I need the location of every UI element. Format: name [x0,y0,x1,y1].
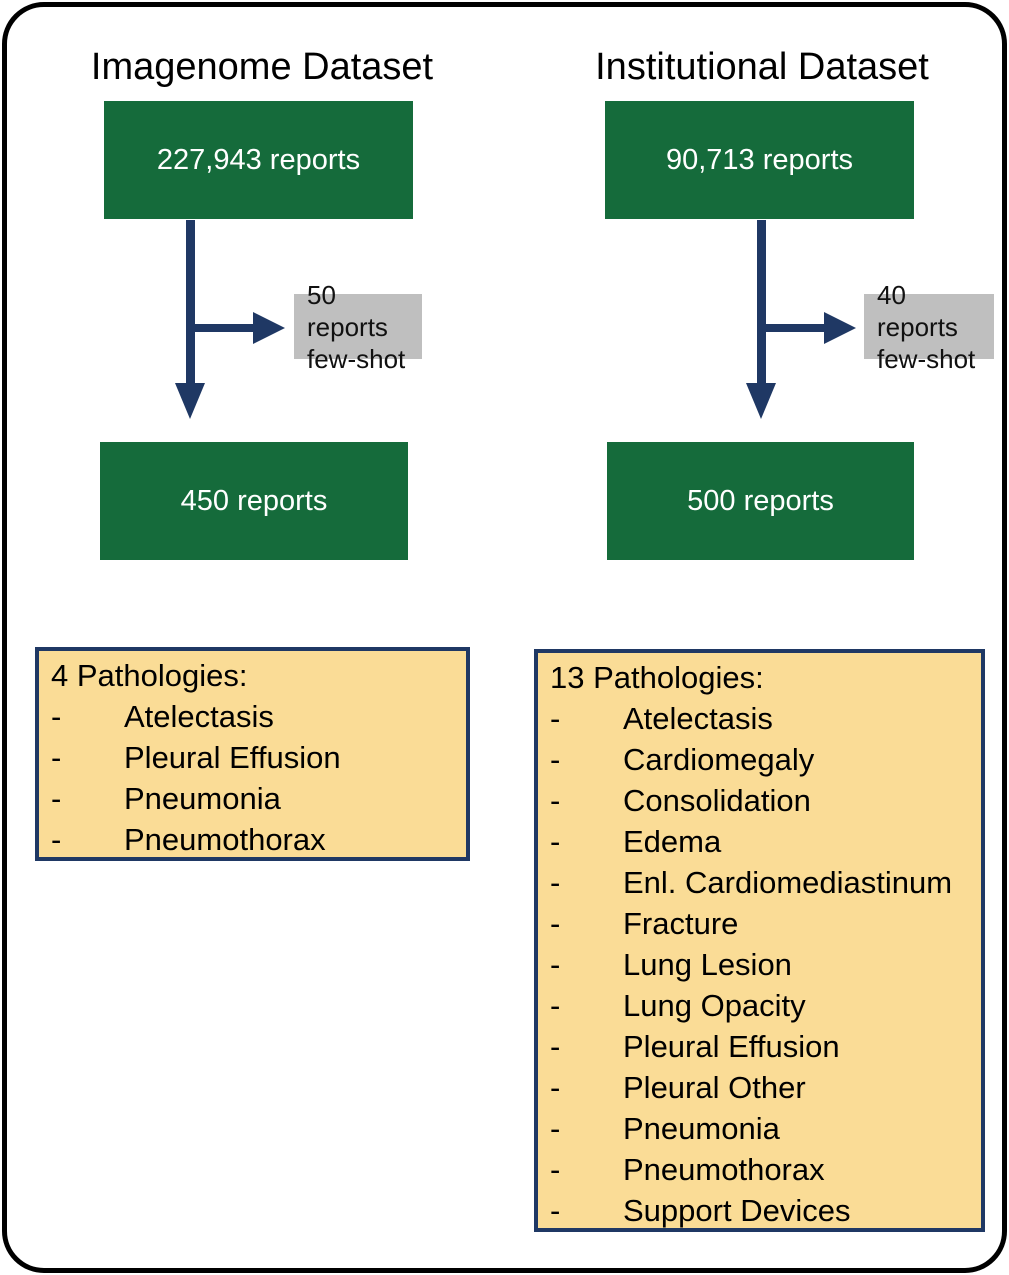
list-item: -Fracture [550,906,739,941]
institutional-sampled-reports-box: 500 reports [607,442,914,560]
imagenome-flow-line [186,220,195,383]
institutional-pathologies-header: 13 Pathologies: [550,660,764,695]
list-item: -Pneumonia [550,1111,780,1146]
institutional-fewshot-line2: few-shot [877,343,976,374]
list-item: -Pneumonia [51,781,281,816]
imagenome-dataset-title: Imagenome Dataset [90,46,434,88]
list-item: -Support Devices [550,1193,851,1228]
institutional-source-reports-box: 90,713 reports [605,101,914,219]
imagenome-pathologies-header: 4 Pathologies: [51,658,248,693]
imagenome-pathologies-list: -Atelectasis -Pleural Effusion -Pneumoni… [51,696,458,857]
imagenome-branch-line [190,324,253,332]
imagenome-fewshot-box: 50 reports few-shot [294,280,422,374]
institutional-dataset-title: Institutional Dataset [595,46,929,88]
imagenome-branch-arrowhead-icon [253,312,285,344]
list-item: -Lung Opacity [550,988,806,1023]
imagenome-fewshot-line1: 50 reports [307,279,388,342]
institutional-branch-line [761,324,824,332]
institutional-pathologies-box: 13 Pathologies: -Atelectasis -Cardiomega… [534,649,985,1232]
institutional-sampled-reports-label: 500 reports [687,484,834,517]
institutional-fewshot-box: 40 reports few-shot [864,280,994,374]
list-item: -Enl. Cardiomediastinum [550,865,953,900]
list-item: -Pneumothorax [550,1152,825,1187]
list-item: -Pneumothorax [51,822,326,857]
list-item: -Atelectasis [550,701,773,736]
institutional-branch-arrowhead-icon [824,312,856,344]
list-item: -Edema [550,824,722,859]
imagenome-sampled-reports-label: 450 reports [180,484,328,517]
list-item: -Lung Lesion [550,947,792,982]
list-item: -Pleural Effusion [51,740,341,775]
imagenome-source-reports-box: 227,943 reports [104,101,413,219]
list-item: -Pleural Effusion [550,1029,840,1064]
institutional-flow-line [757,220,766,383]
institutional-source-reports-label: 90,713 reports [665,143,853,176]
list-item: -Cardiomegaly [550,742,815,777]
imagenome-pathologies-box: 4 Pathologies: -Atelectasis -Pleural Eff… [35,647,470,861]
list-item: -Pleural Other [550,1070,806,1105]
institutional-fewshot-line1: 40 reports [877,279,958,342]
list-item: -Consolidation [550,783,811,818]
imagenome-source-reports-label: 227,943 reports [156,143,361,176]
imagenome-sampled-reports-box: 450 reports [100,442,408,560]
imagenome-flow-arrowhead-icon [175,383,205,419]
institutional-flow-arrowhead-icon [746,383,776,419]
imagenome-fewshot-line2: few-shot [307,343,406,374]
institutional-pathologies-list: -Atelectasis -Cardiomegaly -Consolidatio… [550,698,973,1228]
list-item: -Atelectasis [51,699,274,734]
